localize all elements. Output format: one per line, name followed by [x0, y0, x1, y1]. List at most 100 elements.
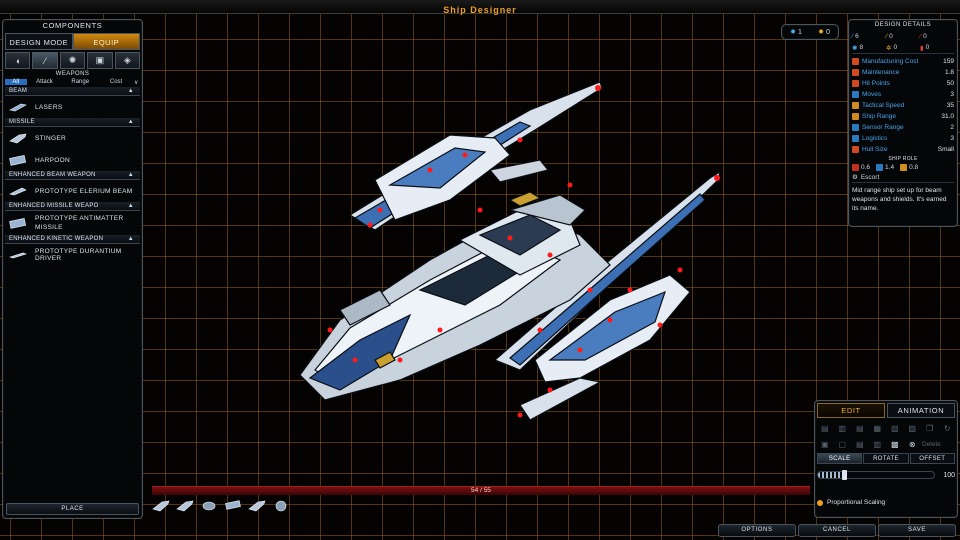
component-item-prototype-elerium-beam[interactable]: Prototype Elerium Beam	[5, 180, 140, 202]
tab-rotate[interactable]: Rotate	[863, 453, 909, 464]
align-center-icon[interactable]: ▥	[838, 424, 847, 433]
attack-stat: ⁄6	[852, 33, 859, 41]
missile-stat: ⁄0	[886, 33, 893, 41]
align-left-icon[interactable]: ▤	[820, 424, 829, 433]
missile-icon[interactable]	[176, 498, 194, 512]
stat-icon	[852, 69, 859, 76]
category-header-enhanced-beam[interactable]: Enhanced Beam Weapon ▲	[5, 171, 140, 180]
armor-stat: ▮0	[920, 44, 930, 52]
stat-row: Hit Points 50	[852, 78, 954, 89]
star-icon: ✲	[886, 44, 892, 52]
ship-role: ⚙ Escort	[852, 173, 954, 183]
support-role-icon	[900, 164, 908, 171]
stat-label: Tactical Speed	[852, 102, 904, 109]
stack-icon[interactable]: ▤	[855, 440, 864, 449]
group-icon[interactable]: ▣	[820, 440, 829, 449]
sensor-icon[interactable]	[272, 498, 290, 512]
tab-equip[interactable]: Equip	[72, 33, 140, 50]
component-item-prototype-durantium-driver[interactable]: Prototype Durantium Driver	[5, 244, 140, 266]
filter-range[interactable]: Range	[71, 79, 90, 85]
stat-value: 3	[950, 91, 954, 98]
stat-label: Hit Points	[852, 80, 890, 87]
copy-icon[interactable]: ❐	[926, 424, 934, 433]
proportional-scaling-toggle[interactable]: Proportional Scaling	[817, 499, 955, 506]
shield-generator-icon[interactable]	[200, 498, 218, 512]
missile-pod-icon[interactable]	[224, 498, 242, 512]
missile-icon[interactable]	[152, 498, 170, 512]
placed-component-tray	[152, 498, 290, 512]
tab-scale[interactable]: Scale	[817, 453, 863, 464]
stat-icon	[852, 91, 859, 98]
flip-icon[interactable]: ▨	[908, 424, 917, 433]
stat-value: 50	[946, 80, 954, 87]
delete-icon[interactable]: ⊗	[908, 440, 916, 449]
place-button[interactable]: Place	[6, 503, 139, 515]
stat-label: Sensor Range	[852, 124, 904, 131]
category-header-enhanced-missile[interactable]: Enhanced Missile Weapo ▲	[5, 202, 140, 211]
stat-value: 3	[950, 135, 954, 142]
scale-value: 100	[943, 471, 955, 479]
role-attack: 0.6	[852, 164, 870, 171]
support-category-icon[interactable]: ✺	[59, 52, 86, 69]
align-right-icon[interactable]: ▤	[855, 424, 864, 433]
ungroup-icon[interactable]: ▢	[838, 440, 847, 449]
stat-label: Manufacturing Cost	[852, 58, 918, 65]
special-category-icon[interactable]: ◈	[114, 52, 141, 69]
filter-attack[interactable]: Attack	[36, 79, 53, 85]
lock-icon[interactable]: ▩	[890, 440, 899, 449]
ship-role-title: Ship Role	[888, 156, 918, 162]
category-header-beam[interactable]: Beam ▲	[5, 87, 140, 96]
window-title: Ship Designer	[443, 5, 517, 15]
stat-icon	[852, 113, 859, 120]
layers-icon[interactable]: ▥	[873, 440, 882, 449]
transform-tabs: Scale Rotate Offset	[817, 453, 955, 464]
component-item-prototype-antimatter-missile[interactable]: Prototype Antimatter Missile	[5, 211, 140, 235]
attack-role-icon	[852, 164, 859, 171]
engine-category-icon[interactable]: ▣	[87, 52, 113, 69]
options-button[interactable]: Options	[718, 524, 796, 537]
point-defense-stat: ✲0	[886, 44, 898, 52]
missile-pod-icon	[9, 217, 27, 229]
category-header-missile[interactable]: Missile ▲	[5, 118, 140, 127]
chevron-up-icon: ▲	[127, 236, 134, 242]
armor-icon: ▮	[920, 44, 924, 52]
shield-stat: ✺8	[852, 44, 864, 52]
stat-icon	[852, 124, 859, 131]
tab-animation[interactable]: Animation	[887, 403, 955, 418]
delete-button[interactable]: Delete	[922, 441, 941, 448]
refresh-icon[interactable]: ↻	[943, 424, 951, 433]
escort-role-icon: ⚙	[852, 174, 858, 181]
filter-cost[interactable]: Cost	[109, 79, 123, 85]
edit-toolbar: ▤ ▥ ▤ ▦ ▧ ▨ ❐ ↻ ▣ ▢ ▤ ▥ ▩ ⊗ Delete	[817, 422, 955, 452]
component-item-stinger[interactable]: Stinger	[5, 127, 140, 149]
tab-edit[interactable]: Edit	[817, 403, 885, 418]
category-header-enhanced-kinetic[interactable]: Enhanced Kinetic Weapon ▲	[5, 235, 140, 244]
cancel-button[interactable]: Cancel	[798, 524, 876, 537]
distribute-icon[interactable]: ▦	[873, 424, 882, 433]
stat-icon	[852, 80, 859, 87]
design-details-panel: Design Details ⁄6 ⁄0 ⁄0 ✺8 ✲0 ▮0 Manufac…	[848, 19, 958, 227]
scale-slider[interactable]	[817, 470, 935, 480]
missile-icon[interactable]	[248, 498, 266, 512]
chevron-down-icon[interactable]: ∨	[133, 79, 139, 86]
filter-all[interactable]: All	[5, 79, 27, 85]
scale-slider-handle[interactable]	[841, 470, 847, 480]
component-item-harpoon[interactable]: Harpoon	[5, 149, 140, 171]
defense-category-icon[interactable]: ◖	[5, 52, 31, 69]
tab-design-mode[interactable]: Design Mode	[5, 33, 73, 50]
chevron-up-icon: ▲	[127, 203, 134, 209]
defense-role-icon	[876, 164, 884, 171]
ship-model[interactable]	[280, 60, 750, 440]
role-support: 0.8	[900, 164, 918, 171]
component-item-lasers[interactable]: Lasers	[5, 96, 140, 118]
stat-value: 159	[943, 58, 954, 65]
mirror-icon[interactable]: ▧	[890, 424, 899, 433]
weapon-category-icon[interactable]: ⁄	[32, 52, 58, 69]
resource-a: ✹ 1	[790, 28, 802, 37]
tab-offset[interactable]: Offset	[909, 453, 955, 464]
save-button[interactable]: Save	[878, 524, 956, 537]
scale-slider-fill	[818, 472, 844, 478]
